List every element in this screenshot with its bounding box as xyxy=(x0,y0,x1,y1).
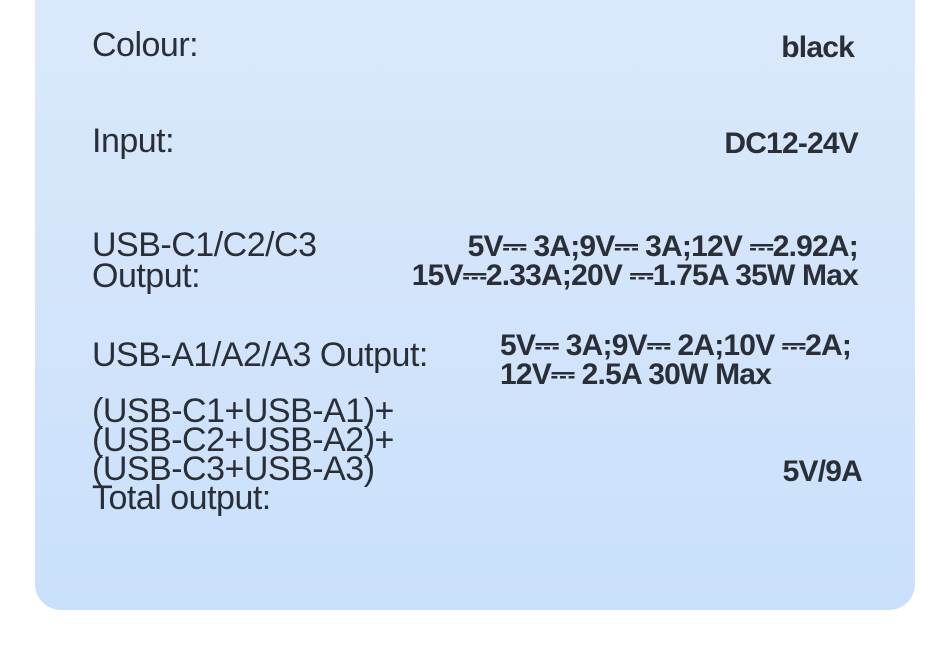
total-output-label: (USB-C1+USB-A1)+ (USB-C2+USB-A2)+ (USB-C… xyxy=(92,392,394,517)
total-label-line3: (USB-C3+USB-A3) xyxy=(92,450,375,488)
total-label-line2: (USB-C2+USB-A2)+ xyxy=(92,421,394,459)
usb-c-output-label: USB-C1/C2/C3 Output: xyxy=(92,226,317,295)
colour-label: Colour: xyxy=(92,26,199,64)
usb-c-value-line1: 5V⎓ 3A;9V⎓ 3A;12V ⎓2.92A; xyxy=(467,230,859,263)
usb-c-value-line2: 15V⎓2.33A;20V ⎓1.75A 35W Max xyxy=(411,259,859,292)
usb-a-value-line2: 12V⎓ 2.5A 30W Max xyxy=(500,358,772,391)
total-output-value: 5V/9A xyxy=(782,455,863,488)
colour-value: black xyxy=(781,31,855,64)
spec-card xyxy=(35,0,915,610)
usb-a-output-value: 5V⎓ 3A;9V⎓ 2A;10V ⎓2A; 12V⎓ 2.5A 30W Max xyxy=(500,329,852,391)
usb-a-value-line1: 5V⎓ 3A;9V⎓ 2A;10V ⎓2A; xyxy=(500,329,852,362)
usb-a-output-label: USB-A1/A2/A3 Output: xyxy=(92,336,428,374)
usb-c-label-line1: USB-C1/C2/C3 xyxy=(92,226,317,264)
input-value: DC12-24V xyxy=(724,127,858,160)
input-label: Input: xyxy=(92,122,175,160)
total-label-line4: Total output: xyxy=(92,479,271,517)
total-label-line1: (USB-C1+USB-A1)+ xyxy=(92,392,394,430)
usb-c-output-value: 5V⎓ 3A;9V⎓ 3A;12V ⎓2.92A; 15V⎓2.33A;20V … xyxy=(411,230,859,292)
usb-c-label-line2: Output: xyxy=(92,257,201,295)
